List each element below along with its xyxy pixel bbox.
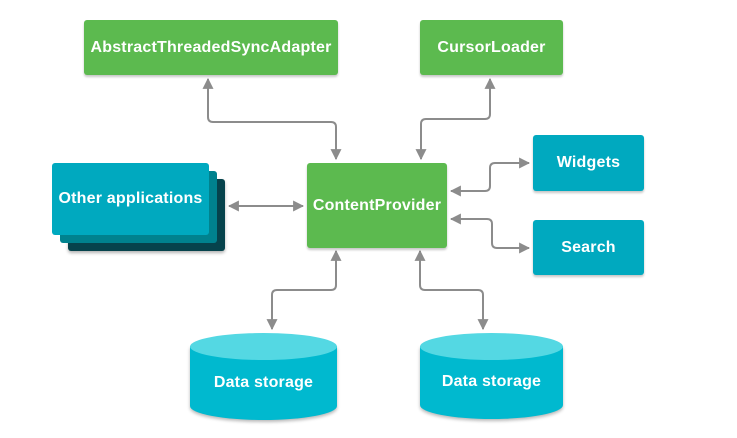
node-widgets: Widgets: [533, 135, 644, 191]
node-abstract-threaded-sync-adapter: AbstractThreadedSyncAdapter: [84, 20, 338, 75]
connector-syncadapter-contentprovider: [202, 77, 342, 161]
node-search: Search: [533, 220, 644, 275]
connector-contentprovider-widgets: [449, 157, 531, 197]
node-data-storage-left: Data storage: [190, 333, 337, 420]
node-label: AbstractThreadedSyncAdapter: [90, 38, 332, 56]
node-label: Search: [561, 238, 616, 256]
node-label: Other applications: [58, 190, 203, 207]
node-cursor-loader: CursorLoader: [420, 20, 563, 75]
cylinder-top: [190, 333, 337, 360]
node-other-applications: Other applications: [52, 163, 226, 252]
cylinder-top: [420, 333, 563, 360]
connector-contentprovider-datastorage-left: [266, 249, 342, 331]
node-label: ContentProvider: [312, 196, 442, 214]
stack-layer-front: Other applications: [52, 163, 209, 235]
node-label: CursorLoader: [437, 38, 546, 56]
connector-contentprovider-datastorage-right: [414, 249, 489, 331]
node-label: Data storage: [213, 373, 314, 391]
node-data-storage-right: Data storage: [420, 333, 563, 419]
node-label: Data storage: [441, 373, 542, 390]
connector-contentprovider-search: [449, 213, 531, 254]
node-content-provider: ContentProvider: [307, 163, 447, 248]
connector-cursorloader-contentprovider: [415, 77, 496, 161]
node-label: Widgets: [556, 154, 621, 171]
